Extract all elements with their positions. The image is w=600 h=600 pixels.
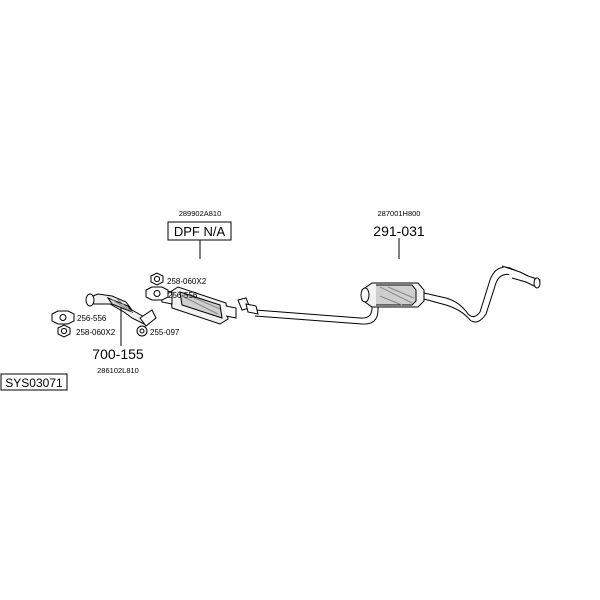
front-pipe-oem-number: 286102L810 xyxy=(97,366,139,375)
lower-gasket-label[interactable]: 256-556 xyxy=(77,314,107,323)
lower-gasket-icon[interactable] xyxy=(51,310,75,325)
system-code: SYS03071 xyxy=(5,376,63,390)
clamp-icon[interactable] xyxy=(136,325,148,337)
dpf-label[interactable]: DPF N/A xyxy=(174,224,226,239)
upper-gasket-label[interactable]: 256-556 xyxy=(168,291,198,300)
lower-nut-label[interactable]: 258-060X2 xyxy=(76,328,116,337)
front-pipe[interactable] xyxy=(85,293,157,327)
dpf-label-box xyxy=(167,221,232,241)
upper-nut-icon[interactable] xyxy=(150,272,164,286)
lower-nut-icon[interactable] xyxy=(57,324,71,338)
intermediate-pipe[interactable] xyxy=(254,300,379,325)
rear-silencer[interactable] xyxy=(360,282,425,308)
front-pipe-part-number[interactable]: 700-155 xyxy=(92,346,144,362)
upper-gasket-icon[interactable] xyxy=(145,286,169,301)
dpf-oem-number: 289902A810 xyxy=(179,209,222,218)
tail-pipe[interactable] xyxy=(423,265,541,323)
upper-nut-label[interactable]: 258-060X2 xyxy=(167,277,207,286)
rear-silencer-oem-number: 287001H800 xyxy=(378,209,421,218)
clamp-label[interactable]: 255-097 xyxy=(150,328,180,337)
dpf-unit[interactable] xyxy=(159,286,237,325)
rear-silencer-part-number[interactable]: 291-031 xyxy=(373,223,425,239)
flange-joint[interactable] xyxy=(237,297,259,315)
system-code-box xyxy=(0,373,68,391)
